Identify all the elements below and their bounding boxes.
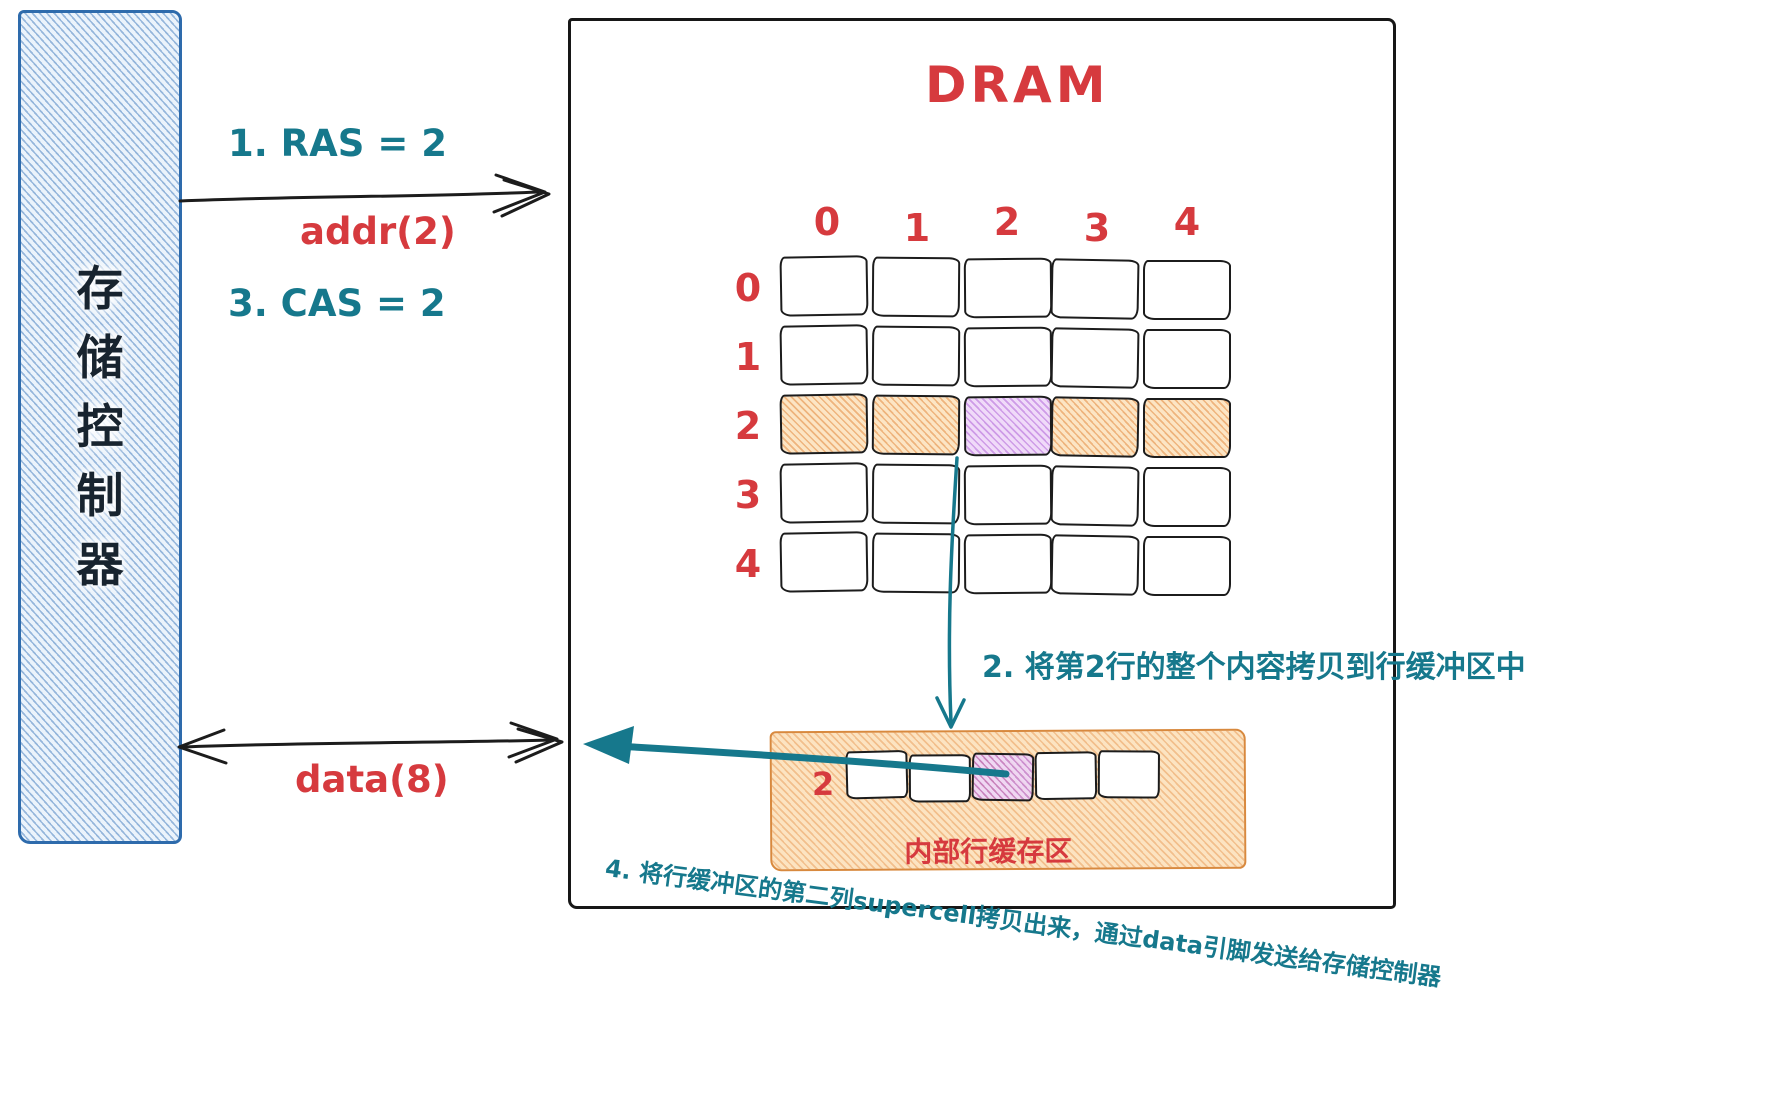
row-headers: 0 1 2 3 4 [726, 258, 770, 603]
dram-cell-r3-c4 [1143, 467, 1231, 527]
row-buffer-cells [845, 749, 1166, 805]
data-double-arrow [177, 721, 564, 765]
dram-cell-r1-c4 [1143, 329, 1231, 389]
column-label: 2 [993, 200, 1021, 244]
memory-controller-box: 存 储 控 制 器 [18, 10, 182, 844]
dram-cell-r2-c4 [1143, 398, 1231, 458]
dram-cell-r3-c2 [963, 464, 1053, 526]
dram-cell-r2-c2 [963, 395, 1053, 457]
column-label: 3 [1083, 206, 1111, 250]
dram-cell-r3-c1 [871, 463, 961, 525]
row-buffer-cell-3 [1034, 751, 1098, 801]
row-label: 2 [734, 404, 762, 448]
addr-label: addr(2) [300, 210, 456, 253]
dram-title: DRAM [925, 56, 1110, 114]
dram-cell-r4-c4 [1143, 536, 1231, 596]
row-buffer-cell-2 [971, 752, 1035, 802]
row-label: 4 [734, 542, 762, 586]
dram-cell-r0-c2 [963, 257, 1053, 319]
dram-cell-r1-c3 [1050, 327, 1140, 389]
row-buffer-cell-4 [1097, 750, 1160, 799]
column-label: 0 [813, 200, 841, 244]
dram-cell-r2-c0 [779, 393, 869, 455]
dram-cell-r2-c3 [1050, 396, 1140, 458]
row-buffer-index: 2 [811, 764, 835, 804]
dram-cell-r4-c1 [871, 532, 961, 594]
dram-cell-r1-c1 [871, 325, 961, 387]
dram-cell-r3-c3 [1050, 465, 1140, 527]
dram-cell-r1-c0 [779, 324, 869, 386]
controller-char: 存 [76, 261, 124, 317]
controller-char: 控 [76, 399, 124, 455]
row-label: 3 [734, 473, 762, 517]
dram-cell-r4-c3 [1050, 534, 1140, 596]
dram-cell-r0-c3 [1050, 258, 1140, 320]
column-label: 1 [903, 206, 931, 250]
dram-cell-r0-c1 [871, 256, 961, 318]
ras-label: 1. RAS = 2 [228, 122, 447, 165]
controller-char: 制 [76, 468, 124, 524]
dram-cell-r0-c0 [779, 255, 869, 317]
row-label: 1 [734, 335, 762, 379]
dram-cell-r2-c1 [871, 394, 961, 456]
cas-label: 3. CAS = 2 [228, 282, 446, 325]
dram-cell-r4-c2 [963, 533, 1053, 595]
dram-cell-r3-c0 [779, 462, 869, 524]
dram-cell-r1-c2 [963, 326, 1053, 388]
step2-annotation: 2. 将第2行的整个内容拷贝到行缓冲区中 [982, 650, 1526, 685]
row-label: 0 [734, 266, 762, 310]
controller-char: 器 [76, 537, 124, 593]
data-label: data(8) [295, 758, 449, 801]
column-label: 4 [1173, 200, 1201, 244]
row-buffer-cell-0 [845, 749, 909, 800]
column-headers: 0 1 2 3 4 [782, 200, 1234, 250]
row-buffer-box: 2 内部行缓存区 [769, 728, 1247, 872]
row-buffer-cell-1 [908, 754, 972, 803]
row-buffer-title: 内部行缓存区 [904, 834, 1073, 869]
dram-cell-r4-c0 [779, 531, 869, 593]
controller-char: 储 [76, 330, 124, 386]
dram-cell-grid [779, 255, 1234, 603]
dram-cell-r0-c4 [1143, 260, 1231, 320]
